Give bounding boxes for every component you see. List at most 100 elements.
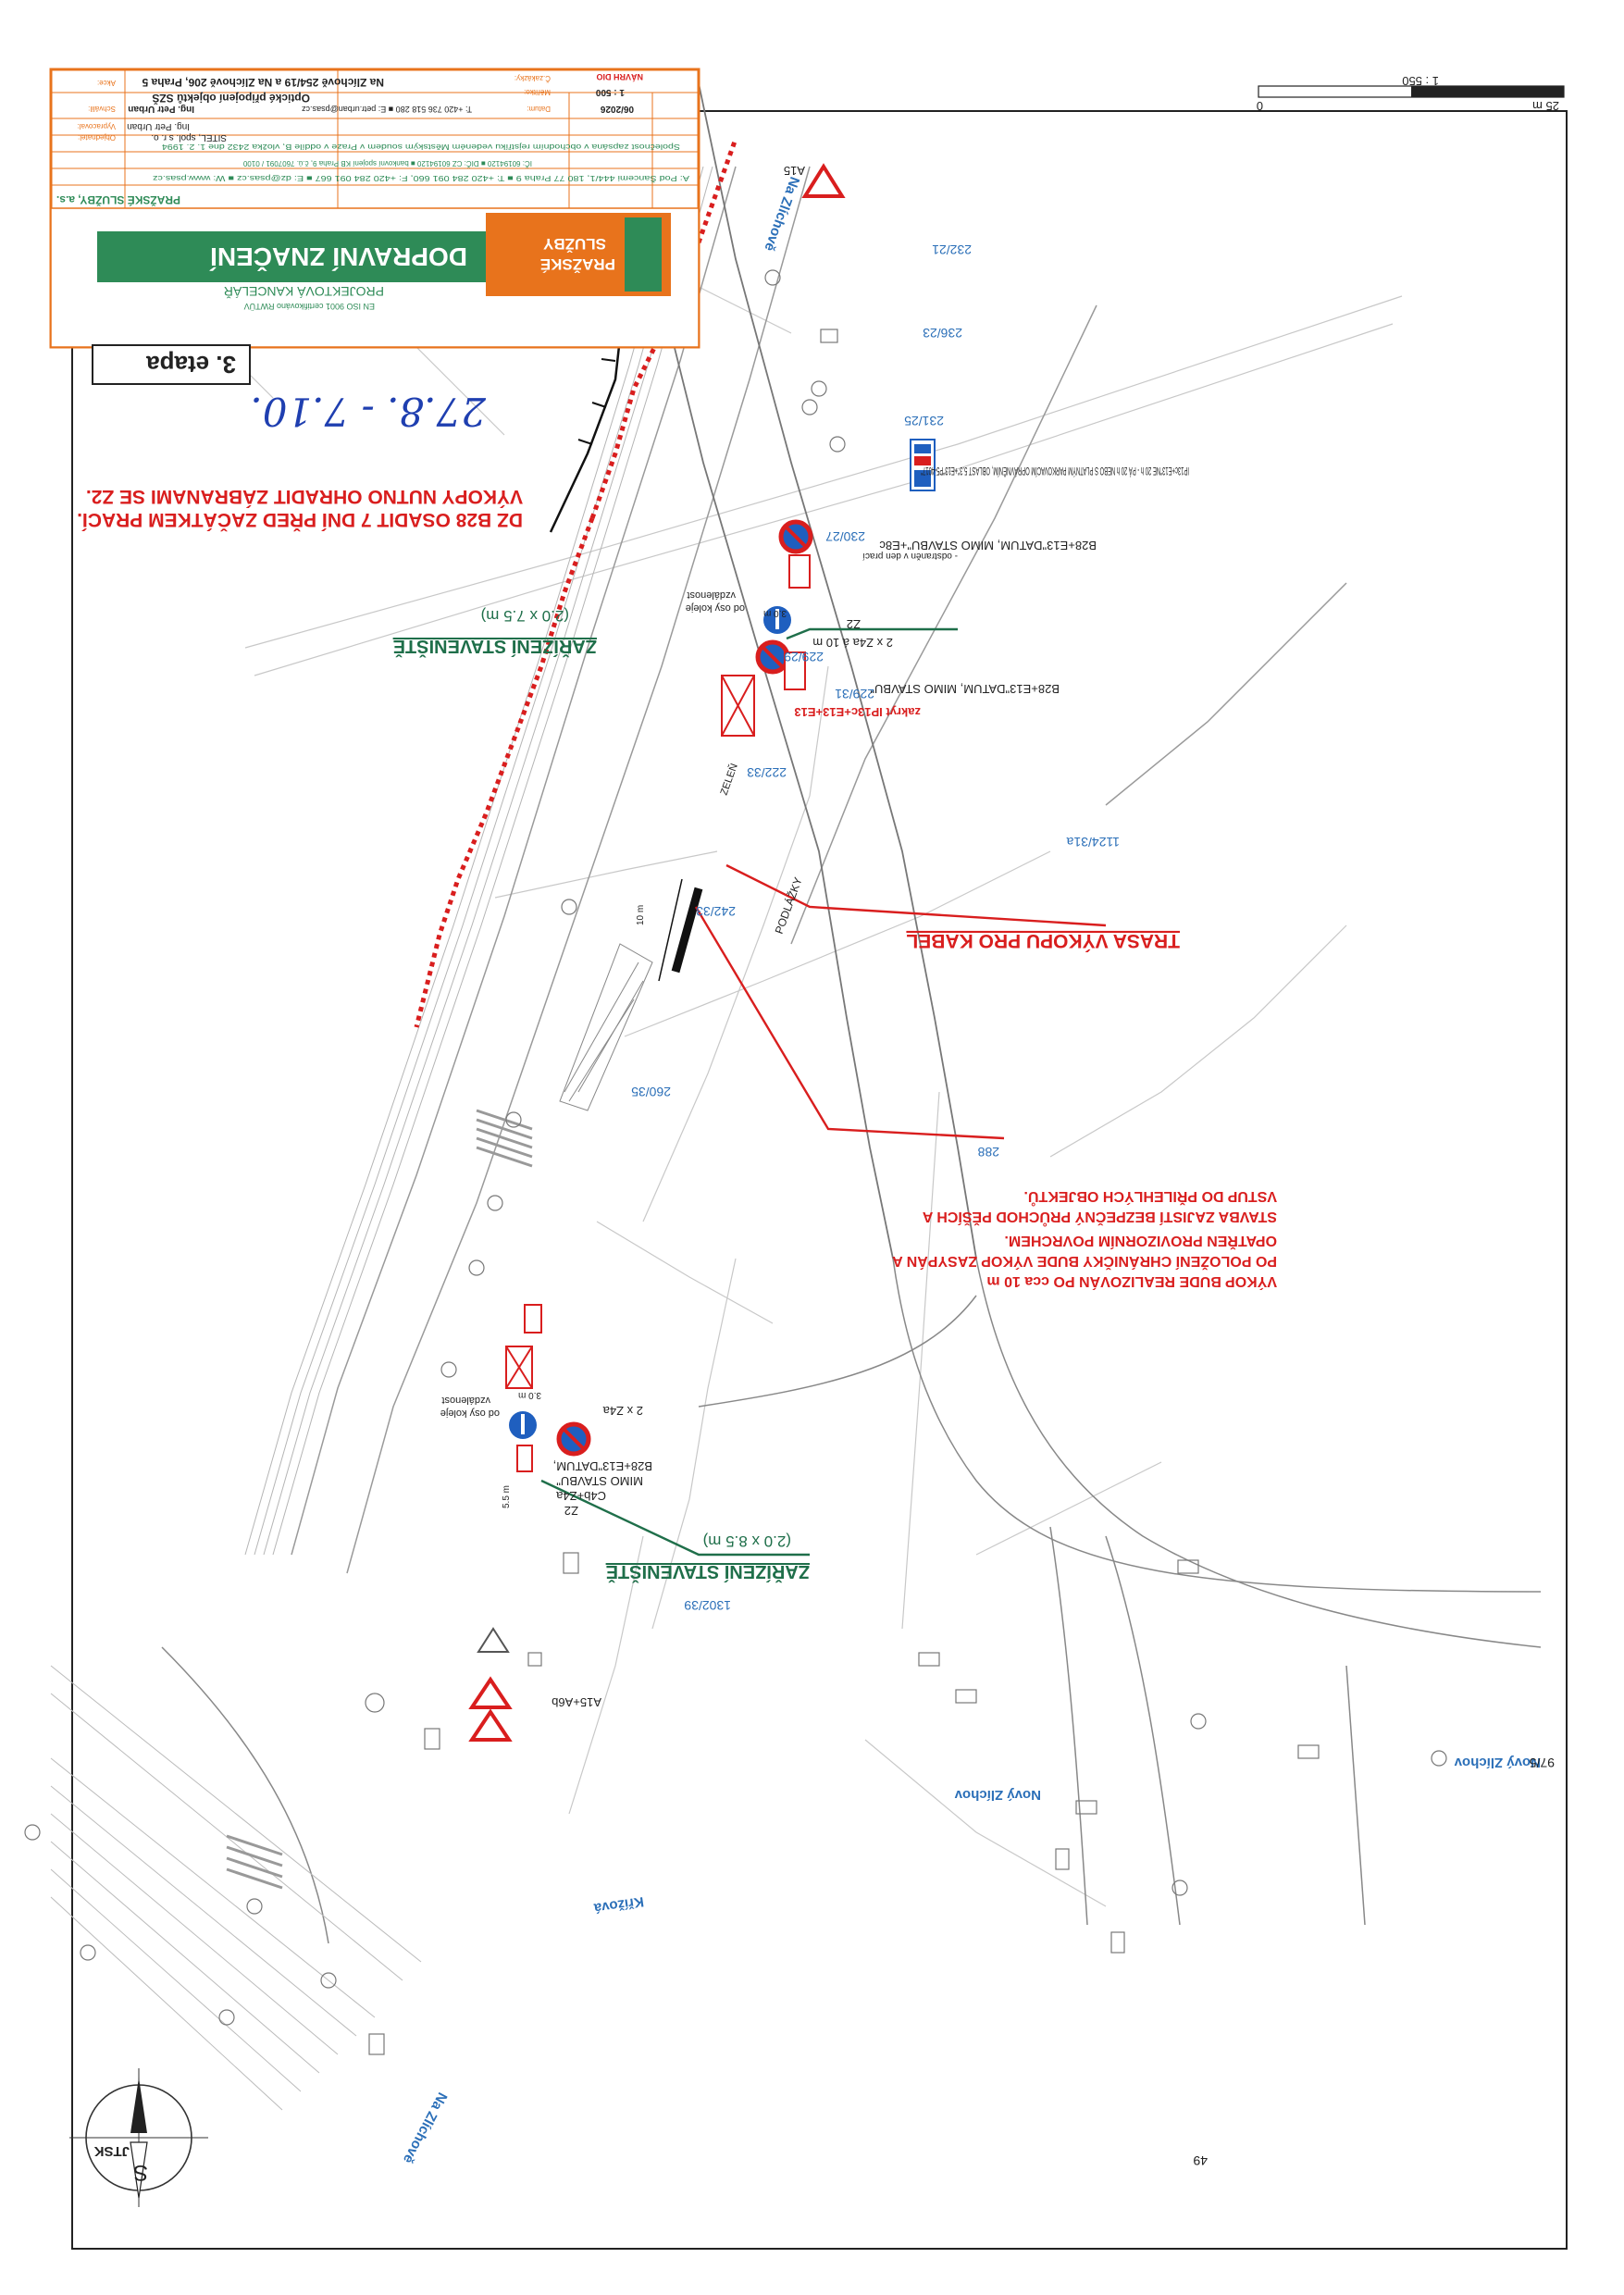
sign-label-z4a-bottom: 2 x Z4a [602,1404,643,1418]
tb-key-datum: Datum: [527,105,551,113]
no-parking-sign-top [778,519,813,554]
note-vykop: PO POLOŽENÍ CHRÁNIČKY BUDE VÝKOP ZASYPÁN… [892,1253,1277,1271]
tb-navrh: NÁVRH DIO [596,72,643,81]
tb-value-meritko: 1 : 500 [595,87,625,97]
parcel-label: 242/33 [696,904,736,919]
tb-key-akce: Akce: [97,79,116,87]
sign-label-zakryt: zakryt IP13c+E13+E13 [794,705,921,719]
tb-key-czakazky: Č.zakázky: [514,74,551,82]
parking-sign-ip13c [910,439,936,491]
title-address: A: Pod Šancemi 444/1, 180 77 Praha 9 ■ T… [153,174,689,182]
podlazky-bar [671,887,703,974]
callout-zarizeni-top: ZAŘÍZENÍ STAVENIŠTĚ [393,636,597,658]
parcel-label: 229/31 [835,687,874,701]
warning-triangle-a15-bottom [468,1627,513,1742]
title-iso: EN ISO 9001 certifikováno RWTÜV [244,302,375,311]
note-vykop: VÝKOP BUDE REALIZOVÁN PO cca 10 m [986,1273,1277,1291]
sign-label-z4a-top: 2 x Z4a á 10 m [812,636,893,650]
handwritten-dates: 27.8. - 7.10. [250,389,487,434]
sign-label-ip13c: IP13c+E13"NE 20 h - PÁ 20 h NEBO S PLATN… [921,465,1189,478]
compass-s: S [133,2160,148,2185]
sign-label-a15-a6b: A15+A6b [552,1695,601,1709]
note-podlazky: PODLÁŽKY [772,875,805,936]
rail-lines [50,1665,422,2111]
warning-triangle-a15-top [801,163,846,198]
callout-zarizeni-bottom-dim: (2.0 x 8.5 m) [703,1532,791,1550]
compass-jtsk: JTSK [93,2143,130,2159]
note-dz-b28: DZ B28 OSADIT 7 DNÍ PŘED ZAČÁTKEM PRACÍ. [77,509,523,531]
tb-key-vypracoval: Vypracoval: [78,122,117,130]
street-na-zlichove-bottom: Na Zlíchově [400,2090,451,2165]
sign-label-b28-e8c: B28+E13"DATUM, MIMO STAVBU"+E8c [879,539,1097,552]
title-register: Společnost zapsána v obchodním rejstříku… [161,143,680,151]
podlazky-dim [658,878,683,982]
tb-key-meritko: Měřítko: [524,88,551,96]
parcel-boundaries [87,212,1403,1907]
etapa-label: 3. etapa [146,351,236,378]
intersection-roads [161,1258,1542,1944]
callout-zarizeni-top-dim: (2.0 x 7.5 m) [481,607,569,625]
logo-text: SLUŽBY [542,235,606,253]
note-length-mid: 10 m [636,905,646,925]
tb-value-schvalil: Ing. Petr Urban [128,104,194,114]
tb-key-schvalil: Schválil: [88,105,116,113]
tb-value-akce: Optické připojení objektů SZŠ [152,92,310,105]
note-length-bottom: 5.5 m [502,1485,512,1508]
barrier-boxes [516,554,811,1472]
sign-label-b28-mid: B28+E13"DATUM, MIMO STAVBU" [870,682,1060,696]
site-yard-boxes [505,675,755,1389]
parcel-label: 288 [977,1145,999,1160]
parcel-label: 97/5 [1530,1755,1555,1770]
title-block-frame [49,68,700,385]
logo-text: PRAŽSKÉ [540,255,615,273]
title-main: DOPRAVNÍ ZNAČENÍ [209,242,467,272]
sign-label-b28-bottom: B28+E13"DATUM, [553,1459,652,1473]
parcel-label: 1124/31a [1066,835,1120,850]
green-leaders [540,627,958,1557]
scale-bar [1258,85,1565,98]
sign-label-b28-e8c-sub: - odstraněn v den prací [862,551,958,561]
one-way-sign-bottom [509,1411,537,1439]
note-dz-b28: VÝKOPY NUTNO OHRADIT ZÁBRANAMI SE Z2. [86,486,523,508]
red-leaders [694,863,1107,1140]
scale-zero: 0 [1257,99,1263,113]
note-vykop: OPATŘEN PROVIZORNÍM POVRCHEM. [1004,1233,1277,1250]
parcel-label: 49 [1193,2153,1208,2168]
title-subtitle: PROJEKTOVÁ KANCELÁŘ [224,284,384,299]
note-distance-top: 3.0 m [763,608,787,618]
parcel-label: 231/25 [904,414,944,428]
excavation-route-lower [414,517,595,1028]
tb-value-vypracoval: Ing. Petr Urban [127,121,190,131]
scale-length: 25 m [1532,99,1559,113]
parcel-label: 222/33 [747,765,787,780]
parcel-label: 1302/39 [684,1598,731,1613]
sign-label-a15-top: A15 [784,164,805,178]
road-edges [291,166,1347,1574]
parcel-label: 229/29 [784,650,824,664]
tb-value-akce: Na Zlíchově 254/19 a Na Zlíchově 206, Pr… [142,76,384,89]
note-vykop: STAVBA ZAJISTÍ BEZPEČNÝ PRŮCHOD PĚŠÍCH A [922,1209,1277,1227]
sign-label-b28-bottom: MIMO STAVBU" [556,1474,643,1488]
parcel-label: 260/35 [631,1085,671,1099]
note-vzdalenost-top: od osy koleje [686,602,745,614]
hatched-island [559,943,653,1111]
tb-contact: T: +420 736 518 280 ■ E: petr.urban@psas… [302,105,472,114]
sign-label-b28-bottom: Z2 [564,1504,578,1518]
note-vykop: VSTUP DO PŘILEHLÝCH OBJEKTŮ. [1023,1188,1277,1207]
note-distance-bottom: 3.0 m [518,1390,541,1400]
one-way-sign-top [763,606,791,634]
street-novy-zlichov-2: Nový Zlíchov [1454,1755,1541,1770]
title-company: PRAŽSKÉ SLUŽBY, a.s. [56,193,180,207]
tb-value-objednatel: SITEL, spol. s r. o. [151,132,227,143]
parcel-label: 236/23 [923,326,962,341]
drawing-frame [71,110,1568,2250]
title-ids: IČ: 60194120 ■ DIČ: CZ 60194120 ■ bankov… [242,159,532,167]
tb-key-objednatel: Objednatel: [78,133,116,142]
callout-trasa: TRASA VÝKOPU PRO KABEL [906,930,1180,952]
street-krizova: Křížová [592,1893,645,1916]
compass [69,2068,208,2207]
note-vzdalenost-bottom: od osy koleje [440,1408,500,1419]
tb-value-datum: 06/2026 [600,104,634,114]
